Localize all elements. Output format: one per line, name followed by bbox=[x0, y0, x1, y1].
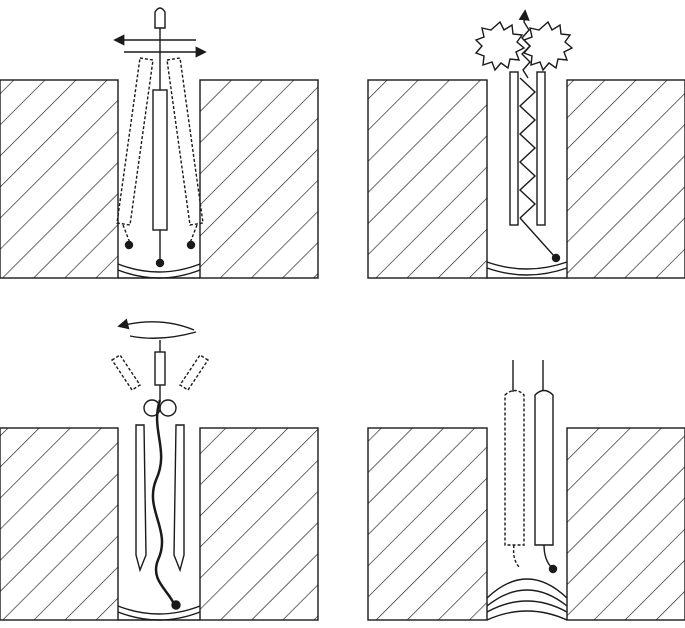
wall-block bbox=[199, 79, 319, 279]
panel-vibrating-probe bbox=[367, 9, 685, 279]
burst-icon bbox=[522, 20, 574, 72]
rotate-arrow-icon bbox=[117, 318, 195, 331]
panel-rotating-probe bbox=[0, 318, 319, 621]
panel-offset-probes bbox=[367, 360, 685, 621]
panel-swinging-probe bbox=[0, 7, 319, 279]
wall-block bbox=[0, 79, 119, 279]
burst-icon bbox=[474, 20, 526, 72]
contact-dot bbox=[155, 258, 165, 268]
